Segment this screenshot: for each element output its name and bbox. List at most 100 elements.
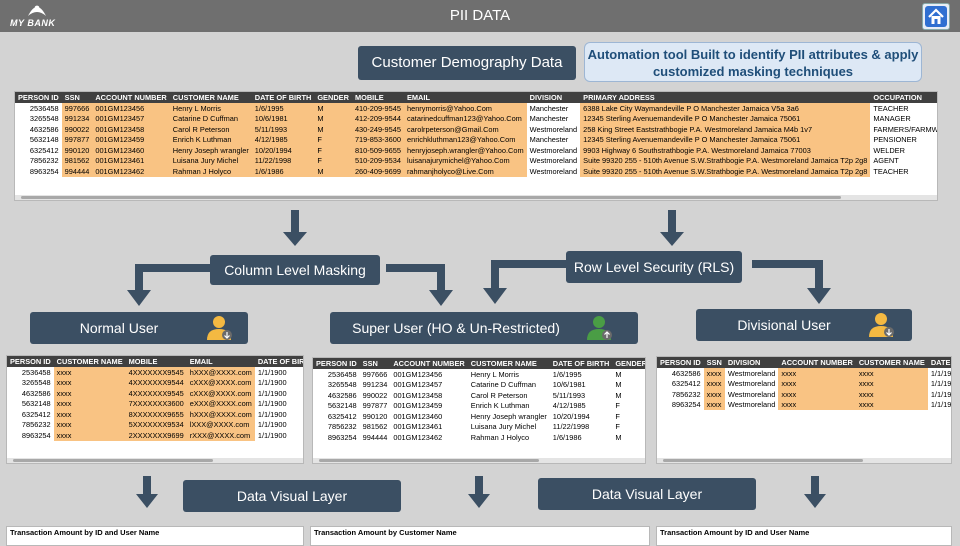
transaction-visual-middle[interactable]: Transaction Amount by Customer Name <box>310 526 650 546</box>
table-cell: 1/1/1900 <box>257 378 287 388</box>
transaction-visual-left[interactable]: Transaction Amount by ID and User Name <box>6 526 304 546</box>
column-header[interactable]: ACCOUNT NUMBER <box>778 357 856 368</box>
table-cell: Henry Joseph wrangler <box>470 411 547 421</box>
column-header[interactable]: PERSON ID <box>313 358 360 369</box>
table-cell: hXXX@XXXX.com <box>186 409 255 420</box>
column-header[interactable]: MOBILE <box>351 92 404 103</box>
table-cell: 5XXXXXXX9534 <box>125 419 187 430</box>
column-header[interactable]: PERSON ID <box>15 92 62 103</box>
main-table-scrollbar[interactable] <box>15 195 937 200</box>
table-cell: 11/22/1998 <box>552 422 590 432</box>
column-header[interactable]: PERSON ID <box>7 356 54 367</box>
table-cell: 5632148 <box>21 399 51 409</box>
arrow-to-divisional-user <box>752 260 831 304</box>
column-header[interactable]: DATE OF BIRTH <box>251 92 315 103</box>
table-cell: WELDER <box>873 145 905 155</box>
column-header[interactable]: CUSTOMER NAME <box>467 358 550 369</box>
table-cell: rXXX@XXXX.com <box>186 430 255 441</box>
table-cell: Suite 99320 255 - 510th Avenue S.W.Strat… <box>580 155 871 166</box>
column-header[interactable]: EMAIL <box>403 92 527 103</box>
table-cell: AGENT <box>873 156 899 166</box>
table-cell: 981562 <box>61 155 93 166</box>
column-header[interactable]: SSN <box>359 358 391 369</box>
column-header[interactable]: DIVISION <box>526 92 581 103</box>
normal-table-scrollbar[interactable] <box>7 458 303 463</box>
table-cell: FARMERS/FARMWORKER <box>873 124 938 134</box>
column-header[interactable]: CUSTOMER NAME <box>53 356 126 367</box>
divisional-table-scrollbar[interactable] <box>657 458 951 463</box>
column-header[interactable]: PRIMARY ADDRESS <box>580 92 871 103</box>
table-cell: Henry Joseph wrangler <box>169 145 252 156</box>
super-table-scrollbar[interactable] <box>313 458 645 463</box>
column-header[interactable]: CUSTOMER NAME <box>169 92 252 103</box>
table-cell: xxxx <box>855 389 928 400</box>
column-header[interactable]: SSN <box>61 92 93 103</box>
home-button[interactable] <box>922 3 950 30</box>
header-bar: MY BANK PII DATA <box>0 0 960 32</box>
column-header[interactable]: GENDER <box>314 92 352 103</box>
table-cell: xxxx <box>53 388 126 399</box>
table-cell: 6325412 <box>671 379 701 389</box>
table-cell: 001GM123462 <box>92 166 170 177</box>
table-cell: 994444 <box>61 166 93 177</box>
column-header[interactable]: ACCOUNT NUMBER <box>390 358 468 369</box>
column-level-masking-box: Column Level Masking <box>210 255 380 285</box>
normal-user-label: Normal User <box>79 320 159 336</box>
table-cell: Westmoreland <box>727 389 776 399</box>
column-header[interactable]: ACCOUNT NUMBER <box>92 92 170 103</box>
table-cell: 4632586 <box>671 368 701 378</box>
transaction-visual-right[interactable]: Transaction Amount by ID and User Name <box>656 526 952 546</box>
column-header[interactable]: SSN <box>703 357 725 368</box>
table-cell: xxxx <box>855 368 928 379</box>
table-cell: Enrich K Luthman <box>169 134 252 145</box>
column-header[interactable]: EMAIL <box>186 356 255 367</box>
table-cell: eXXX@XXXX.com <box>186 398 255 409</box>
column-header[interactable]: MOBILE <box>125 356 187 367</box>
table-cell: 981562 <box>362 422 388 432</box>
column-header[interactable]: DATE OF BIRTH <box>927 357 951 368</box>
data-visual-layer-box-1: Data Visual Layer <box>183 480 401 512</box>
column-header[interactable]: DATE OF BIRTH <box>254 356 303 367</box>
table-cell: 001GM123461 <box>92 155 170 166</box>
column-header[interactable]: DIVISION <box>724 357 779 368</box>
table-cell: Catarine D Cuffman <box>169 113 252 124</box>
column-header[interactable]: PERSON ID <box>657 357 704 368</box>
column-header[interactable]: CUSTOMER NAME <box>855 357 928 368</box>
table-cell: 990022 <box>362 390 388 400</box>
column-header[interactable]: GENDER <box>612 358 645 369</box>
super-user-box: Super User (HO & Un-Restricted) <box>330 312 638 344</box>
table-cell: xxxx <box>855 378 928 389</box>
column-header[interactable]: DATE OF BIRTH <box>549 358 613 369</box>
table-cell: PENSIONER <box>873 135 917 145</box>
table-cell: 6388 Lake City Waymandeville P O Manches… <box>580 103 871 114</box>
column-header[interactable]: OCCUPATION <box>870 92 937 103</box>
table-cell: 4632586 <box>327 390 357 400</box>
